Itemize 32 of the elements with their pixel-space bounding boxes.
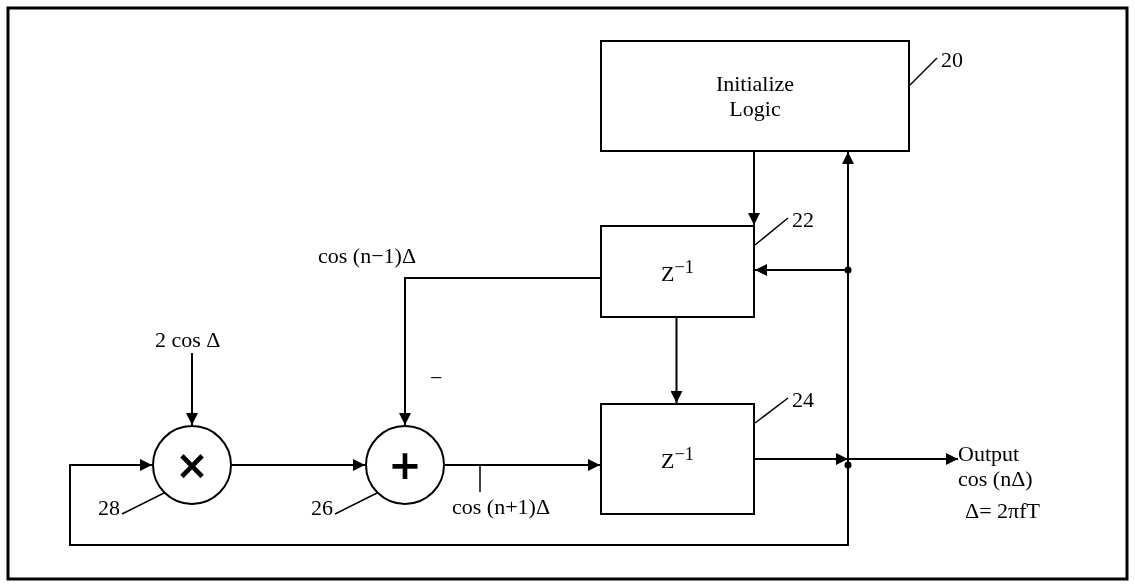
arrow — [748, 151, 760, 226]
leader-line — [121, 492, 165, 515]
edge-label: cos (n+1)Δ — [452, 496, 551, 518]
block-label: Initialize Logic — [714, 70, 796, 122]
annotation: Δ= 2πfT — [965, 500, 1040, 522]
block-box — [600, 225, 755, 318]
arrow — [186, 352, 198, 426]
block-box — [600, 403, 755, 515]
operator-symbol: + — [388, 445, 422, 485]
annotation: − — [430, 367, 443, 389]
reference-number: 20 — [941, 47, 963, 73]
arrow — [69, 458, 849, 546]
arrow — [670, 317, 683, 404]
block-label: Z$^{−1}$ — [661, 256, 694, 287]
leader-line — [754, 397, 789, 424]
reference-number: 24 — [792, 387, 814, 413]
operator-symbol: × — [175, 445, 209, 485]
arrow — [754, 264, 849, 460]
signal-label: Output cos (nΔ) — [958, 440, 1034, 492]
signal-label: 2 cos Δ — [155, 327, 222, 353]
reference-number: 26 — [311, 495, 333, 521]
leader-line — [909, 57, 938, 86]
arrow — [444, 459, 601, 471]
edge-label: cos (n−1)Δ — [318, 245, 417, 267]
block-label: Z$^{−1}$ — [661, 444, 694, 474]
reference-number: 22 — [792, 207, 814, 233]
reference-number: 28 — [98, 495, 120, 521]
leader-line — [754, 217, 789, 246]
leader-line — [334, 492, 378, 515]
arrow — [231, 459, 366, 471]
arrow — [399, 277, 601, 426]
block-box — [600, 40, 910, 152]
